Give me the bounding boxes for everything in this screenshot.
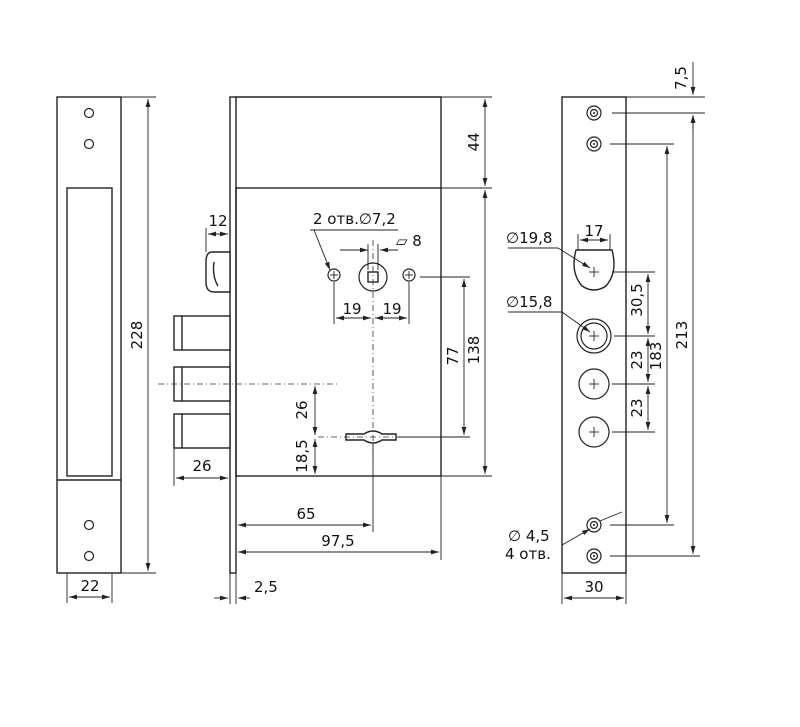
strike-screw-hole bbox=[83, 519, 95, 531]
strike-screw-hole bbox=[83, 107, 95, 119]
latch-width-dimension: 12 bbox=[208, 212, 227, 230]
lock-body: 12 2 отв.∅7,2 ⏥ 8 19 19 44 138 77 26 bbox=[158, 96, 492, 604]
latch-bevel bbox=[212, 261, 219, 287]
bolt-hole-bottom bbox=[578, 416, 610, 448]
screw-hole-count: 4 отв. bbox=[505, 545, 551, 563]
body-height-dimension: 138 bbox=[465, 336, 483, 365]
lock-case-top bbox=[236, 96, 442, 188]
latch-bolt bbox=[205, 251, 231, 293]
faceplate-top-offset-dimension: 7,5 bbox=[672, 66, 690, 90]
bolt-hole-middle bbox=[578, 368, 610, 400]
top-offset-dimension: 44 bbox=[465, 132, 483, 151]
faceplate-screw-hole bbox=[586, 105, 602, 121]
strike-plate: 228 22 bbox=[56, 96, 156, 603]
latch-hole-width-dimension: 17 bbox=[584, 222, 603, 240]
lock-faceplate-strip bbox=[229, 96, 237, 574]
bolt-projection-dimension: 26 bbox=[192, 457, 211, 475]
dead-bolt-top bbox=[173, 315, 231, 351]
outer-holes-dimension: 213 bbox=[673, 321, 691, 350]
hole-spacing-1-dimension: 30,5 bbox=[628, 283, 646, 316]
strike-screw-hole bbox=[83, 138, 95, 150]
latch-hole-note: ∅19,8 bbox=[506, 229, 552, 247]
strike-width-dimension: 22 bbox=[80, 577, 99, 595]
hole-spacing-3-dimension: 23 bbox=[628, 398, 646, 417]
cylinder-hole-note: ∅15,8 bbox=[506, 293, 552, 311]
faceplate: 7,5 213 183 30,5 23 23 17 ∅19,8 ∅15,8 bbox=[505, 62, 705, 604]
square-note: ⏥ 8 bbox=[396, 232, 422, 250]
lock-case-body bbox=[235, 187, 442, 477]
faceplate-width-dimension: 30 bbox=[584, 578, 603, 596]
bolt-spacing-dimension: 26 bbox=[293, 400, 311, 419]
faceplate-screw-hole bbox=[586, 548, 602, 564]
right-hole-spacing-dimension: 19 bbox=[382, 300, 401, 318]
screw-hole-note: ∅ 4,5 bbox=[508, 527, 550, 545]
dead-bolt-bottom bbox=[173, 413, 231, 449]
inner-holes-dimension: 183 bbox=[647, 342, 665, 371]
keyhole-offset-dimension: 65 bbox=[296, 505, 315, 523]
strike-height-dimension: 228 bbox=[128, 321, 146, 350]
faceplate-thickness-dimension: 2,5 bbox=[254, 578, 278, 596]
strike-screw-hole bbox=[83, 550, 95, 562]
keyhole-height-dimension: 18,5 bbox=[293, 439, 311, 472]
bolt-hole-top bbox=[576, 318, 612, 354]
backset-dimension: 97,5 bbox=[321, 532, 354, 550]
strike-plate-outline bbox=[56, 96, 122, 574]
spindle-height-dimension: 77 bbox=[444, 346, 462, 365]
faceplate-screw-hole bbox=[586, 136, 602, 152]
strike-plate-opening bbox=[66, 187, 113, 477]
left-hole-spacing-dimension: 19 bbox=[342, 300, 361, 318]
holes-note: 2 отв.∅7,2 bbox=[313, 210, 396, 228]
faceplate-outline bbox=[561, 96, 627, 574]
faceplate-screw-hole bbox=[586, 517, 602, 533]
hole-spacing-2-dimension: 23 bbox=[628, 350, 646, 369]
